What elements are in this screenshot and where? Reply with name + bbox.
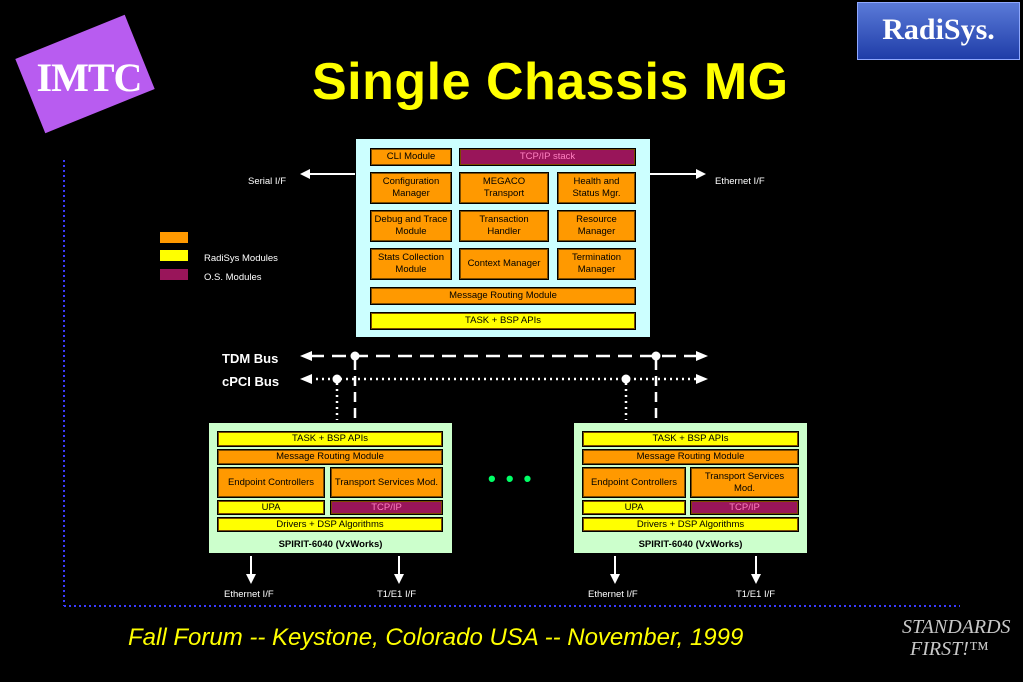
- task-bsp-apis-module: TASK + BSP APIs: [370, 312, 636, 330]
- legend-radisys-modules: RadiSys Modules: [204, 253, 278, 264]
- health-status-module: Health and Status Mgr.: [557, 172, 636, 204]
- blade1-ethernet-if: Ethernet I/F: [224, 589, 274, 600]
- resource-manager-module: Resource Manager: [557, 210, 636, 242]
- blade2-task-bsp: TASK + BSP APIs: [582, 431, 799, 447]
- ethernet-if-label: Ethernet I/F: [715, 176, 765, 187]
- tcpip-stack-module: TCP/IP stack: [459, 148, 636, 166]
- blade2-upa: UPA: [582, 500, 686, 515]
- blade1-t1e1-if: T1/E1 I/F: [377, 589, 417, 600]
- blade1-endpoint-controllers: Endpoint Controllers: [217, 467, 325, 498]
- imtc-logo: IMTC: [15, 14, 155, 134]
- blade1-task-bsp: TASK + BSP APIs: [217, 431, 443, 447]
- blade1-tcpip: TCP/IP: [330, 500, 443, 515]
- blade2-tcpip: TCP/IP: [690, 500, 799, 515]
- message-routing-module: Message Routing Module: [370, 287, 636, 305]
- transaction-handler-module: Transaction Handler: [459, 210, 549, 242]
- blade2-transport-services: Transport Services Mod.: [690, 467, 799, 498]
- standards-first-logo: STANDARDS FIRST!™: [902, 616, 1011, 660]
- cpci-bus-label: cPCI Bus: [222, 374, 280, 389]
- blade1-transport-services: Transport Services Mod.: [330, 467, 443, 498]
- legend-os-modules: O.S. Modules: [204, 272, 262, 283]
- blade2-msg-routing: Message Routing Module: [582, 449, 799, 465]
- megaco-transport-module: MEGACO Transport: [459, 172, 549, 204]
- legend-swatch-yellow: [160, 250, 188, 261]
- stats-collection-module: Stats Collection Module: [370, 248, 452, 280]
- debug-trace-module: Debug and Trace Module: [370, 210, 452, 242]
- radisys-logo: RadiSys.: [857, 2, 1020, 60]
- page-title: Single Chassis MG: [312, 53, 789, 111]
- blade1-msg-routing: Message Routing Module: [217, 449, 443, 465]
- blade1-upa: UPA: [217, 500, 325, 515]
- configuration-manager-module: Configuration Manager: [370, 172, 452, 204]
- serial-if-label: Serial I/F: [248, 176, 287, 187]
- legend-swatch-orange: [160, 232, 188, 243]
- blade2-ethernet-if: Ethernet I/F: [588, 589, 638, 600]
- termination-manager-module: Termination Manager: [557, 248, 636, 280]
- blade2-spirit-label: SPIRIT-6040 (VxWorks): [638, 539, 743, 550]
- blade2-endpoint-controllers: Endpoint Controllers: [582, 467, 686, 498]
- blade1-drivers-dsp: Drivers + DSP Algorithms: [217, 517, 443, 532]
- footer-text: Fall Forum -- Keystone, Colorado USA -- …: [128, 624, 744, 651]
- more-blades-ellipsis: • • •: [488, 466, 534, 491]
- blade2-drivers-dsp: Drivers + DSP Algorithms: [582, 517, 799, 532]
- context-manager-module: Context Manager: [459, 248, 549, 280]
- blade2-t1e1-if: T1/E1 I/F: [736, 589, 776, 600]
- legend-swatch-magenta: [160, 269, 188, 280]
- blade1-spirit-label: SPIRIT-6040 (VxWorks): [278, 539, 383, 550]
- tdm-bus-label: TDM Bus: [222, 351, 279, 366]
- cli-module: CLI Module: [370, 148, 452, 166]
